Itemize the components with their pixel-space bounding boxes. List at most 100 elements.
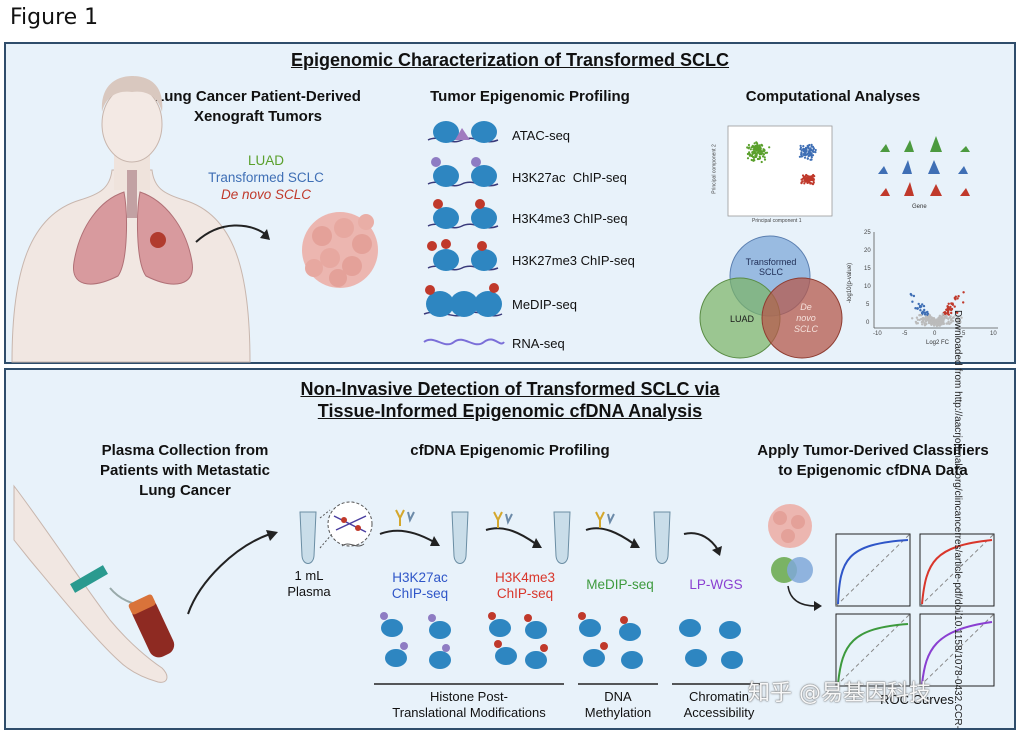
volcano-point [939, 319, 942, 322]
rna-icon [423, 338, 505, 346]
volcano-point [962, 291, 965, 294]
volcano-point [938, 314, 942, 317]
volcano-point [915, 322, 918, 325]
pca-point [814, 151, 817, 154]
pca-point [749, 148, 752, 151]
pca-point [808, 152, 812, 156]
volcano-point [935, 318, 939, 321]
volcano-point [942, 322, 945, 325]
volcano-point [927, 316, 930, 319]
volcano-point [914, 307, 917, 310]
volcano-ytick-15: 15 [864, 266, 871, 272]
volcano-point [948, 308, 951, 311]
volcano-ytick-25: 25 [864, 230, 871, 236]
venn-label-luad: LUAD [730, 314, 755, 324]
plasma-collection-heading: Plasma Collection from Patients with Met… [99, 442, 271, 499]
volcano-point [953, 305, 956, 308]
volcano-point [957, 295, 960, 298]
volcano-point [923, 324, 927, 327]
panel-b-title: Non-Invasive Detection of Transformed SC… [300, 379, 720, 421]
volcano-point [956, 297, 959, 300]
volcano-ytick-5: 5 [866, 302, 870, 308]
pca-point [756, 142, 759, 145]
volcano-point [923, 308, 926, 312]
cfdna-assay-medip: MeDIP-seq [586, 577, 654, 592]
pca-point [802, 145, 805, 148]
volcano-point [934, 319, 937, 323]
volcano-point [953, 296, 956, 300]
pca-point [811, 154, 815, 157]
volcano-point [920, 320, 924, 324]
volcano-xtick--10: -10 [873, 331, 882, 337]
volcano-point [922, 304, 926, 308]
volcano-point [924, 315, 928, 318]
assay-label-medip: MeDIP-seq [512, 297, 578, 312]
pca-point [761, 155, 765, 158]
volcano-point [955, 311, 958, 314]
volcano-point [911, 317, 914, 320]
venn-label-de-novo: De novo SCLC [793, 302, 818, 334]
atac-icon [427, 121, 499, 143]
pca-point [807, 180, 810, 183]
volcano-point [924, 318, 927, 321]
volcano-point [950, 317, 953, 321]
roc-curve-h3k27ac [837, 539, 909, 605]
classifier-heading: Apply Tumor-Derived Classifiers to Epige… [757, 442, 989, 479]
cfdna-profiling-heading: cfDNA Epigenomic Profiling [410, 442, 610, 459]
pca-point [803, 182, 806, 185]
volcano-point [919, 314, 923, 317]
pca-point [748, 154, 751, 157]
roc-curve-lpwgs [921, 621, 993, 685]
volcano-point [949, 315, 952, 318]
pca-point [755, 154, 758, 157]
tumor-type-luad: LUAD [247, 153, 284, 168]
pca-point [751, 151, 754, 154]
pca-point [757, 151, 760, 154]
assay-label-h3k27me3: H3K27me3 ChIP-seq [512, 253, 635, 268]
volcano-point [950, 311, 953, 315]
pca-point [807, 145, 810, 149]
volcano-point [947, 320, 950, 323]
volcano-xtick--5: -5 [902, 331, 908, 337]
volcano-point [921, 323, 924, 326]
pca-point [810, 158, 813, 161]
volcano-point [911, 300, 914, 303]
pca-point [759, 152, 762, 155]
pca-point [811, 145, 815, 148]
pca-point [753, 142, 756, 145]
pca-point [808, 143, 811, 147]
pca-point [809, 147, 812, 150]
tracks-gene-label: Gene [912, 204, 927, 210]
volcano-point [919, 309, 922, 312]
pca-point [809, 181, 812, 184]
pca-point [805, 147, 808, 151]
pca-point [804, 153, 808, 156]
volcano-point [918, 305, 922, 309]
volcano-point [944, 312, 947, 315]
volcano-ytick-20: 20 [864, 248, 871, 254]
pca-point [800, 178, 803, 181]
volcano-point [949, 305, 952, 309]
volcano-point [959, 320, 962, 324]
group-label-histone: Histone Post-Translational Modifications [392, 689, 546, 720]
pca-point [799, 144, 802, 147]
pca-point [754, 145, 758, 148]
pca-point [759, 156, 762, 160]
volcano-point [941, 312, 944, 316]
pca-point [803, 175, 807, 178]
assay-label-h3k4me3: H3K4me3 ChIP-seq [512, 211, 628, 226]
pca-point [803, 156, 807, 159]
pca-point [807, 154, 810, 158]
zhihu-watermark: 知乎 @易基因科技 [748, 681, 931, 706]
pdx-heading: Lung Cancer Patient-Derived Xenograft Tu… [155, 88, 361, 125]
pca-point [801, 180, 804, 183]
volcano-point [947, 311, 950, 314]
pca-point [800, 155, 803, 158]
pca-point [809, 176, 812, 180]
